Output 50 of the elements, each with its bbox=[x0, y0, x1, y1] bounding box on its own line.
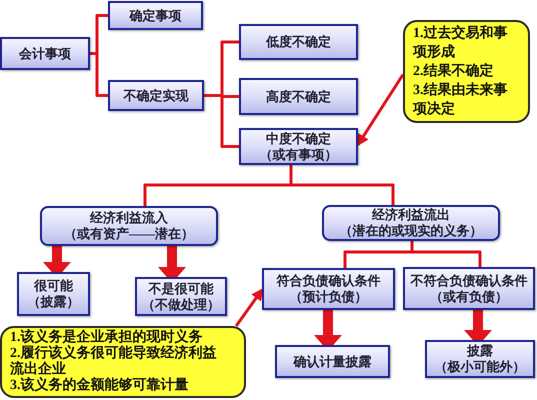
box-label: （不做处理） bbox=[142, 296, 220, 312]
process-box bbox=[239, 78, 358, 115]
box-label: 不确定实现 bbox=[124, 88, 188, 104]
process-box bbox=[0, 37, 90, 70]
connector-line bbox=[410, 241, 482, 267]
process-box bbox=[108, 80, 204, 111]
box-label: 确认计量披露 bbox=[294, 354, 372, 370]
process-box bbox=[108, 1, 203, 30]
note-box bbox=[403, 20, 530, 123]
process-box bbox=[17, 272, 90, 316]
process-box bbox=[262, 268, 395, 310]
box-label: （或有负债） bbox=[430, 288, 508, 304]
process-box bbox=[135, 277, 227, 316]
box-label: 经济利益流入 bbox=[90, 210, 168, 226]
process-box bbox=[322, 205, 500, 241]
box-label: 很可能 bbox=[34, 278, 73, 294]
connector-line bbox=[204, 94, 239, 148]
note-text: 3.结果由未来事项决定 bbox=[413, 81, 508, 119]
note-text: 3.该义务的金额能够可靠计量 bbox=[10, 378, 188, 394]
box-label: （披露） bbox=[28, 294, 80, 310]
box-label: （极小可能外） bbox=[434, 359, 526, 375]
box-label: （潜在的或现实的义务） bbox=[340, 223, 482, 239]
box-label: 会计事项 bbox=[19, 46, 71, 62]
box-label: 符合负债确认条件 bbox=[276, 273, 380, 289]
arrow bbox=[234, 288, 264, 327]
arrow bbox=[356, 74, 404, 146]
connector-line bbox=[290, 165, 394, 205]
note-text: 2.结果不确定 bbox=[413, 62, 494, 81]
box-label: 不符合负债确认条件 bbox=[410, 272, 528, 288]
box-label: 经济利益流出 bbox=[372, 207, 450, 223]
box-label: 不是很可能 bbox=[148, 280, 214, 296]
box-label: 确定事项 bbox=[130, 8, 182, 24]
box-label: （或有事项） bbox=[260, 146, 338, 162]
box-label: 中度不确定 bbox=[266, 130, 331, 146]
note-text: 2.履行该义务很可能导致经济利益流出企业 bbox=[10, 346, 218, 377]
box-label: （预计负债） bbox=[290, 289, 368, 305]
box-label: 低度不确定 bbox=[266, 34, 331, 50]
process-box bbox=[239, 24, 358, 60]
note-text: 1.该义务是企业承担的现时义务 bbox=[10, 330, 202, 345]
box-label: 高度不确定 bbox=[266, 88, 331, 104]
process-box bbox=[239, 128, 358, 165]
process-box bbox=[425, 340, 535, 378]
box-label: 披露 bbox=[467, 343, 493, 359]
process-box bbox=[403, 267, 535, 310]
connector-line bbox=[90, 52, 108, 97]
process-box bbox=[40, 206, 218, 246]
box-label: （或有资产——潜在） bbox=[64, 226, 194, 242]
process-box bbox=[275, 345, 390, 378]
note-box bbox=[0, 326, 246, 398]
note-text: 1.过去交易和事项形成 bbox=[413, 24, 508, 62]
